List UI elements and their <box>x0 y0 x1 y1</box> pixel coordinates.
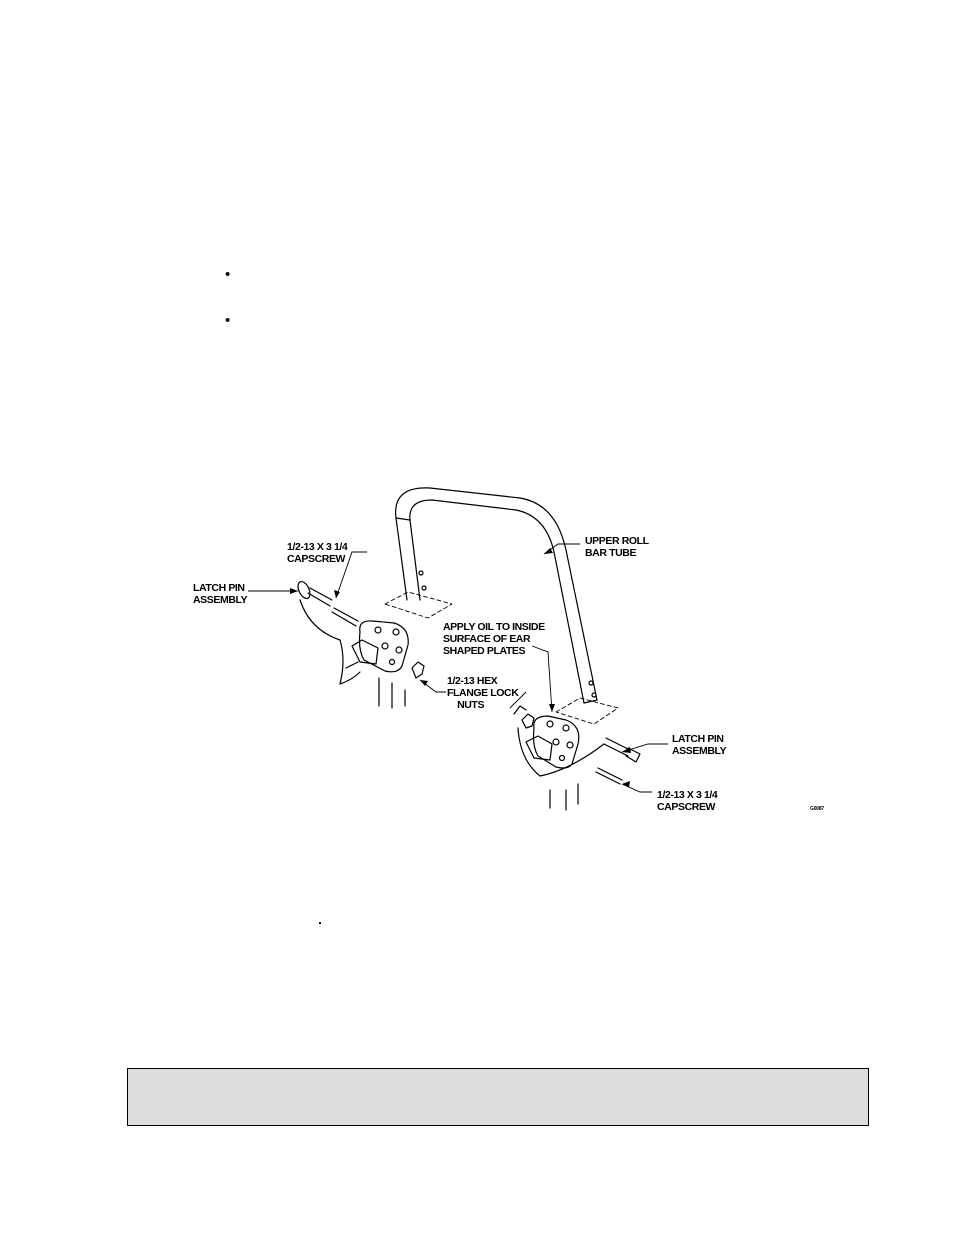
hex-nuts-label: 1/2-13 HEX FLANGE LOCK NUTS <box>447 675 519 711</box>
upper-roll-bar-tube-label: UPPER ROLL BAR TUBE <box>585 535 649 559</box>
capscrew-label-top: 1/2-13 X 3 1/4 CAPSCREW <box>287 541 348 565</box>
bullet-1: • <box>225 266 231 283</box>
note-box <box>127 1068 869 1126</box>
latch-pin-label-left: LATCH PIN ASSEMBLY <box>193 582 248 606</box>
drawing-code: G0087 <box>810 806 825 812</box>
apply-oil-label: APPLY OIL TO INSIDE SURFACE OF EAR SHAPE… <box>443 621 545 657</box>
capscrew-label-bottom: 1/2-13 X 3 1/4 CAPSCREW <box>657 789 718 813</box>
stray-dot <box>319 922 321 924</box>
latch-pin-label-right: LATCH PIN ASSEMBLY <box>672 733 727 757</box>
bullet-2: • <box>225 312 231 329</box>
